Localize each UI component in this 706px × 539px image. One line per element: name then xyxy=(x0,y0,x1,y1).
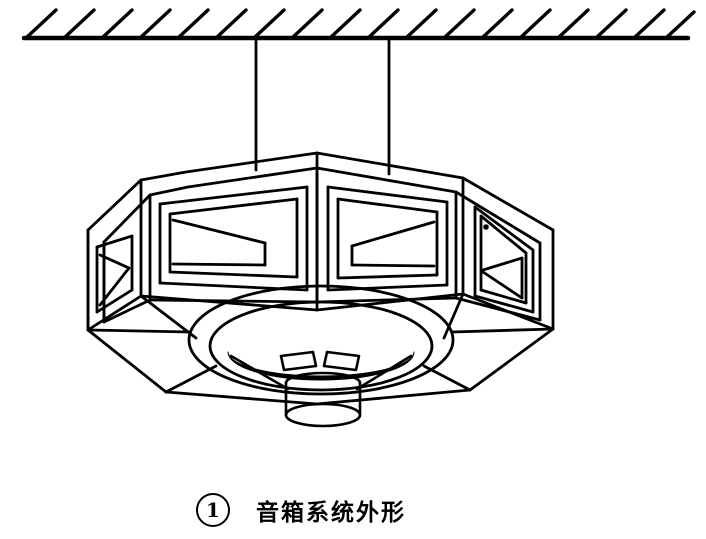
panel-left xyxy=(158,185,309,292)
panel-center-right-frame xyxy=(326,185,449,292)
figure-caption-text: 音箱系统外形 xyxy=(256,500,406,526)
enclosure-panel-top-edge xyxy=(102,166,542,245)
tab-right xyxy=(322,350,361,372)
driver-inner-rim xyxy=(208,300,434,392)
panel-far-left xyxy=(86,228,134,332)
mount-cylinder-bottom xyxy=(284,402,362,428)
panel-center-right-horn xyxy=(336,197,439,280)
enclosure-underside xyxy=(86,292,555,406)
ceiling-group xyxy=(21,8,696,41)
driver-tabs xyxy=(279,350,361,372)
driver-outer-rim xyxy=(187,284,455,396)
ceiling-hatching xyxy=(24,8,696,40)
panel-far-right-frame xyxy=(473,205,535,314)
figure-caption: 1 音箱系统外形 xyxy=(0,488,706,532)
suspension-rods xyxy=(254,36,391,176)
panel-far-right xyxy=(473,205,535,314)
ink-dot-artifact xyxy=(483,224,489,230)
enclosure-top-outline xyxy=(86,151,555,232)
enclosure-corner-edges xyxy=(86,151,555,332)
panel-left-horn xyxy=(168,197,299,279)
driver-cone-shadow xyxy=(227,351,415,381)
driver-cone-walls xyxy=(229,354,413,391)
figure-number-badge: 1 xyxy=(196,493,230,527)
mount-cylinder xyxy=(284,371,362,428)
tab-left xyxy=(279,350,318,372)
panel-far-right-horn xyxy=(479,214,528,305)
panel-far-left-horn xyxy=(95,234,134,314)
panel-center-right xyxy=(326,185,449,292)
driver-assembly xyxy=(187,284,455,396)
mount-cylinder-top xyxy=(284,371,362,385)
